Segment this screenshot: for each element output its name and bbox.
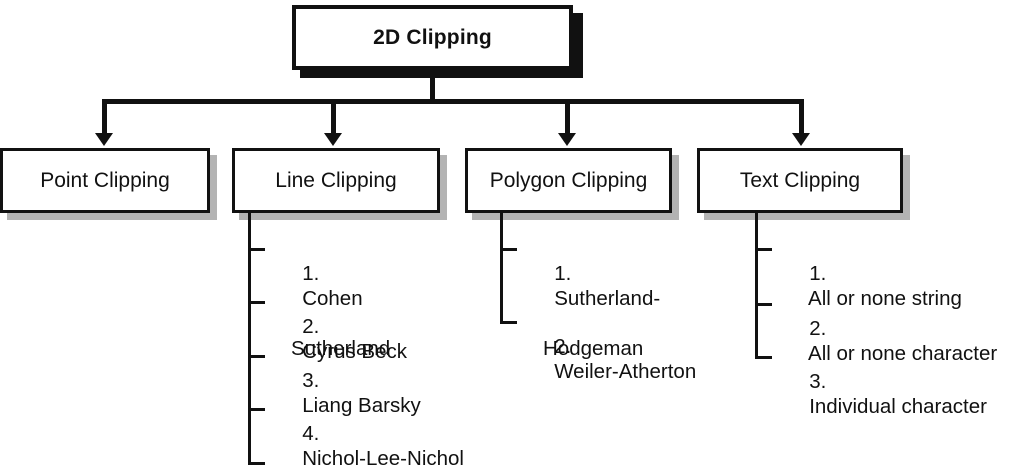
list-item: 3. Individual character xyxy=(775,344,987,444)
drop-connector-line-clipping xyxy=(331,99,336,134)
sublist-polygon-clipping: 1. Sutherland- Hodgeman 2. Weiler-Athert… xyxy=(500,233,750,383)
substem-text-clipping xyxy=(755,213,758,233)
horizontal-bus-connector xyxy=(102,99,804,104)
list-item: 3. Liang Barsky xyxy=(268,343,421,443)
arrowhead-line-clipping xyxy=(324,133,342,146)
list-item: 2. All or none character xyxy=(775,291,997,391)
list-item-number: 1. xyxy=(809,262,832,285)
list-item: 5. Midpoint xyxy=(268,450,380,476)
list-item-number: 2. xyxy=(554,335,577,358)
list-item-text: Liang Barsky xyxy=(302,394,421,417)
sublist-tick xyxy=(248,355,265,358)
sublist-tick-last xyxy=(755,356,772,359)
sublist-tick xyxy=(500,248,517,251)
branch-node-point-clipping[interactable]: Point Clipping xyxy=(0,148,210,213)
arrowhead-point-clipping xyxy=(95,133,113,146)
sublist-line-clipping: 1. Cohen Sutherland 2. Cyrus Beck 3. Lia… xyxy=(248,233,508,470)
list-item: 1. All or none string xyxy=(775,236,962,336)
list-item-text: Cyrus Beck xyxy=(302,340,407,363)
sublist-spine-text-clipping xyxy=(755,233,758,359)
sublist-tick xyxy=(248,408,265,411)
root-stem-connector xyxy=(430,70,435,102)
list-item-text: All or none string xyxy=(808,287,962,310)
substem-polygon-clipping xyxy=(500,213,503,233)
list-item-number: 3. xyxy=(302,369,325,392)
branch-node-text-clipping[interactable]: Text Clipping xyxy=(697,148,903,213)
list-item-text: All or none character xyxy=(808,342,998,365)
sublist-tick-last xyxy=(500,321,517,324)
list-item-text: Individual character xyxy=(809,395,987,418)
sublist-text-clipping: 1. All or none string 2. All or none cha… xyxy=(755,233,1020,418)
sublist-spine-polygon-clipping xyxy=(500,233,503,324)
list-item: 1. Sutherland- Hodgeman xyxy=(520,236,660,411)
list-item-text: Nichol-Lee-Nichol xyxy=(302,447,464,470)
sublist-tick xyxy=(755,248,772,251)
branch-label-polygon-clipping: Polygon Clipping xyxy=(489,168,648,192)
sublist-spine-line-clipping xyxy=(248,233,251,465)
list-item-number: 1. xyxy=(302,262,325,285)
sublist-tick xyxy=(755,303,772,306)
drop-connector-point-clipping xyxy=(102,99,107,134)
list-item-number: 2. xyxy=(302,315,325,338)
branch-label-point-clipping: Point Clipping xyxy=(40,168,170,192)
substem-line-clipping xyxy=(248,213,251,233)
list-item-text: Weiler-Atherton xyxy=(554,360,697,383)
sublist-tick xyxy=(248,301,265,304)
list-item-text: Sutherland- xyxy=(554,287,661,310)
root-node-2d-clipping[interactable]: 2D Clipping xyxy=(292,5,573,70)
list-item-continuation: Sutherland xyxy=(291,337,391,360)
branch-label-text-clipping: Text Clipping xyxy=(739,168,861,192)
sublist-tick xyxy=(248,248,265,251)
list-item: 2. Cyrus Beck xyxy=(268,289,407,389)
list-item-continuation: Hodgeman xyxy=(543,337,644,360)
list-item: 4. Nichol-Lee-Nichol xyxy=(268,396,464,476)
list-item-number: 1. xyxy=(554,262,577,285)
list-item-number: 4. xyxy=(302,422,325,445)
branch-node-line-clipping[interactable]: Line Clipping xyxy=(232,148,440,213)
list-item: 1. Cohen Sutherland xyxy=(268,236,390,411)
sublist-tick-last xyxy=(248,462,265,465)
arrowhead-polygon-clipping xyxy=(558,133,576,146)
arrowhead-text-clipping xyxy=(792,133,810,146)
list-item-number: 2. xyxy=(809,317,832,340)
branch-label-line-clipping: Line Clipping xyxy=(275,168,397,192)
list-item: 2. Weiler-Atherton xyxy=(520,309,696,409)
list-item-text: Cohen xyxy=(302,287,363,310)
root-node-label: 2D Clipping xyxy=(373,25,492,49)
drop-connector-polygon-clipping xyxy=(565,99,570,134)
drop-connector-text-clipping xyxy=(799,99,804,134)
branch-node-polygon-clipping[interactable]: Polygon Clipping xyxy=(465,148,672,213)
list-item-number: 3. xyxy=(809,370,832,393)
